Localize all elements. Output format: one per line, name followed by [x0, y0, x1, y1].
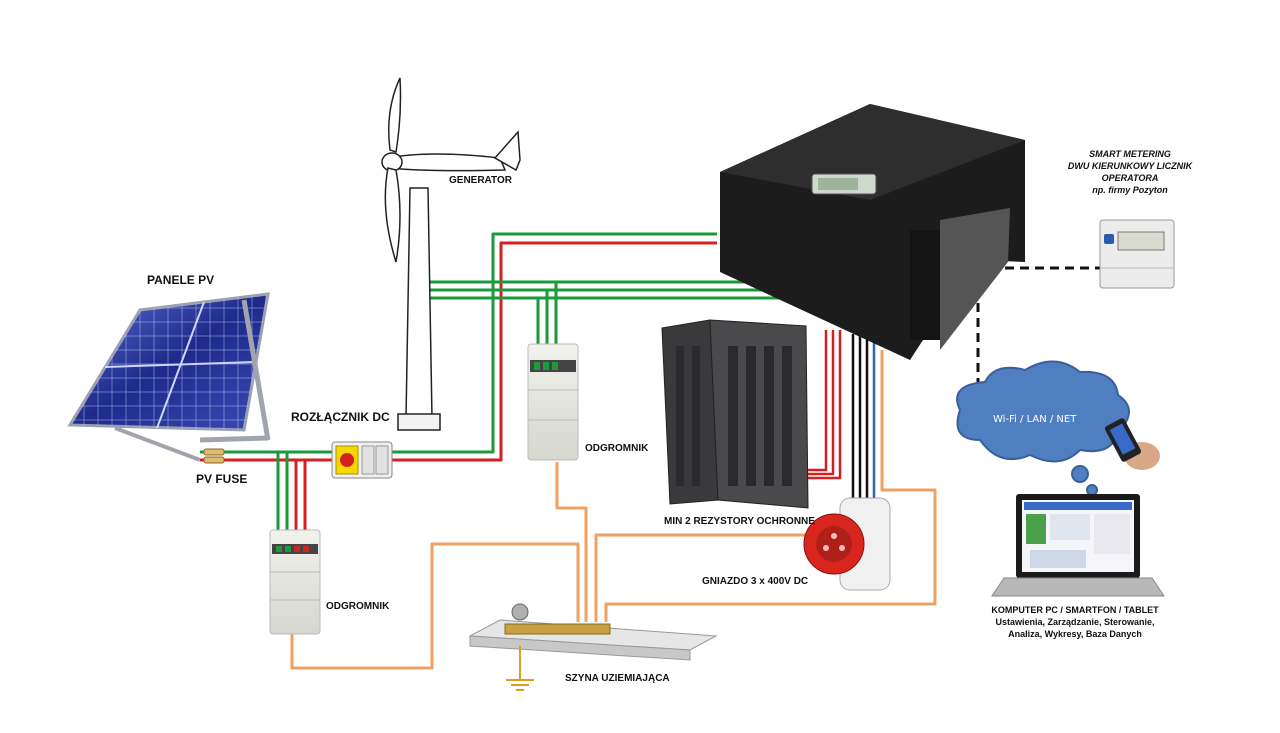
- label-rozlacznik-dc: ROZŁĄCZNIK DC: [291, 410, 390, 424]
- wind-turbine-image: [381, 77, 521, 431]
- dc-switch-image: [331, 441, 393, 479]
- smart-metering-caption: SMART METERING DWU KIERUNKOWY LICZNIK OP…: [1030, 148, 1230, 196]
- smart-metering-line3: OPERATORA: [1101, 173, 1159, 183]
- smart-metering-line1: SMART METERING: [1089, 149, 1171, 159]
- label-generator: GENERATOR: [449, 175, 512, 186]
- resistor-wire-1: [806, 330, 828, 472]
- label-rezystory: MIN 2 REZYSTORY OCHRONNE: [664, 516, 815, 527]
- controller-image: [720, 104, 1025, 360]
- resistors-image: [661, 319, 809, 509]
- resistor-wire-3: [806, 330, 842, 480]
- surge-arrester-2-image: [527, 343, 579, 461]
- switch-out-green: [392, 232, 717, 454]
- smart-metering-line4: np. firmy Pozyton: [1092, 185, 1168, 195]
- cloud-image: [956, 360, 1130, 496]
- label-pv-fuse: PV FUSE: [196, 472, 248, 486]
- computer-caption: KOMPUTER PC / SMARTFON / TABLET Ustawien…: [955, 604, 1195, 640]
- ground-odg2: [555, 462, 588, 622]
- smart-metering-line2: DWU KIERUNKOWY LICZNIK: [1067, 161, 1193, 171]
- label-odgromnik-1: ODGROMNIK: [326, 601, 390, 612]
- smart-meter-image: [1099, 219, 1175, 289]
- ground-bar-image: [468, 603, 718, 691]
- switch-out-red: [392, 241, 717, 462]
- label-szyna: SZYNA UZIEMIAJĄCA: [565, 673, 670, 684]
- ground-odg1: [290, 542, 580, 670]
- socket-image: [803, 497, 891, 591]
- computer-line3: Analiza, Wykresy, Baza Danych: [1008, 629, 1142, 639]
- pv-fuse-image: [203, 448, 225, 464]
- ground-controller: [604, 350, 937, 622]
- label-gniazdo: GNIAZDO 3 x 400V DC: [702, 576, 809, 587]
- laptop-image: [991, 494, 1165, 597]
- label-odgromnik-2: ODGROMNIK: [585, 443, 649, 454]
- pv-panel-image: [67, 292, 271, 462]
- computer-line1: KOMPUTER PC / SMARTFON / TABLET: [991, 605, 1159, 615]
- label-cloud: Wi-Fi / LAN / NET: [993, 414, 1077, 425]
- resistor-wire-2: [806, 330, 835, 476]
- label-panele-pv: PANELE PV: [147, 273, 215, 287]
- computer-line2: Ustawienia, Zarządzanie, Sterowanie,: [995, 617, 1155, 627]
- surge-arrester-1-image: [269, 529, 321, 635]
- smartphone-image: [1104, 418, 1160, 470]
